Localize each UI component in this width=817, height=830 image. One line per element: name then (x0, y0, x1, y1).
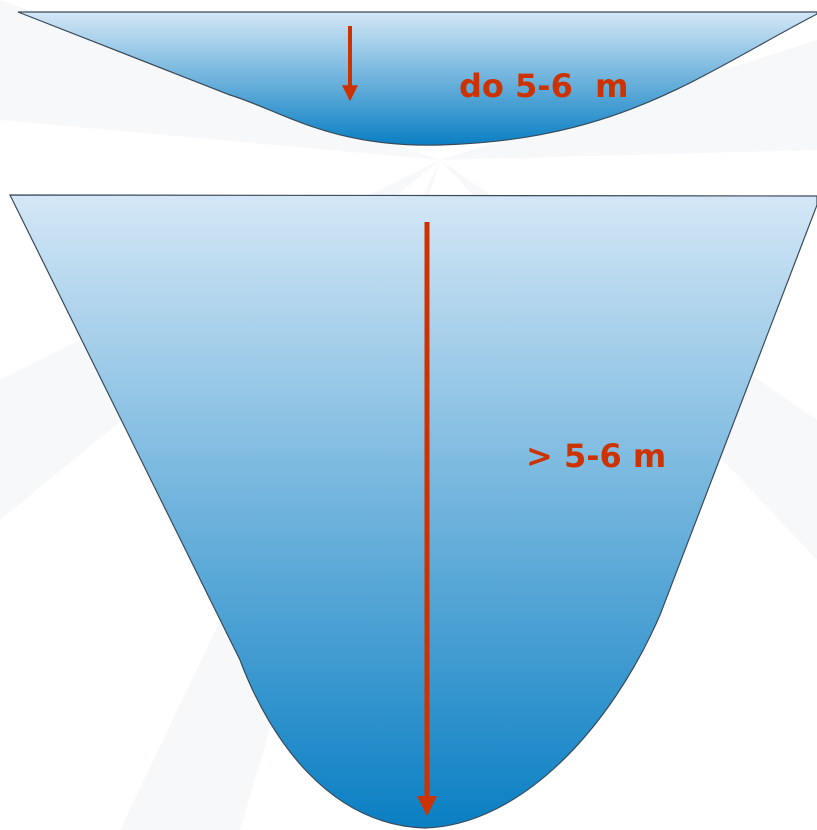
shallow-basin-water (17, 11, 817, 146)
deep-depth-label: > 5-6 m (526, 437, 666, 475)
shallow-basin: do 5-6 m (17, 11, 817, 146)
deep-basin: > 5-6 m (9, 194, 817, 829)
deep-basin-water (9, 194, 817, 829)
shallow-depth-label: do 5-6 m (459, 67, 628, 105)
